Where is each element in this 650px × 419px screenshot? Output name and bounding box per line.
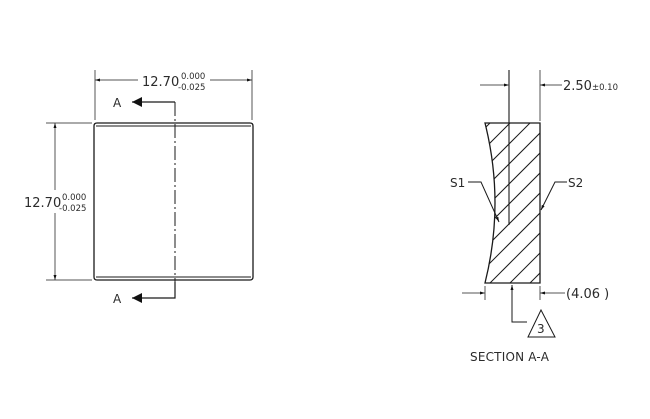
thickness-dimension: 2.50±0.10 — [480, 79, 618, 94]
note-number: 3 — [537, 322, 545, 336]
height-dimension: 12.70 0.000 -0.025 — [24, 122, 92, 281]
section-arrow-bottom: A — [113, 282, 176, 306]
note-triangle-icon — [527, 308, 556, 338]
width-nominal: 12.70 — [142, 75, 179, 90]
width-dimension: 12.70 0.000 -0.025 — [94, 70, 253, 120]
width-upper-tol: 0.000 — [181, 72, 205, 82]
front-view: A A 12.70 0.000 -0.025 12.70 0.000 -0.02… — [24, 70, 254, 306]
surface-label-s2: S2 — [568, 176, 583, 190]
section-arrow-top: A — [113, 96, 175, 110]
note-callout: 3 — [510, 285, 556, 338]
surface-s2-callout: S2 — [540, 176, 583, 211]
height-nominal: 12.70 — [24, 196, 61, 211]
surface-s1-callout: S1 — [450, 176, 500, 223]
reference-dimension-value: (4.06 ) — [566, 287, 609, 302]
part-outline — [93, 122, 254, 281]
height-upper-tol: 0.000 — [62, 193, 86, 203]
surface-label-s1: S1 — [450, 176, 465, 190]
width-lower-tol: -0.025 — [178, 83, 205, 93]
section-label-top: A — [113, 96, 122, 110]
thickness-nominal: 2.50±0.10 — [563, 79, 618, 94]
section-hatch — [485, 123, 540, 283]
section-label-bottom: A — [113, 292, 122, 306]
section-outline — [484, 122, 541, 284]
section-title: SECTION A-A — [470, 350, 550, 364]
height-lower-tol: -0.025 — [59, 204, 86, 214]
reference-dimension: (4.06 ) — [462, 286, 609, 302]
section-view: 2.50±0.10 S1 S2 (4.06 ) 3 SECTION A-A — [450, 70, 618, 364]
